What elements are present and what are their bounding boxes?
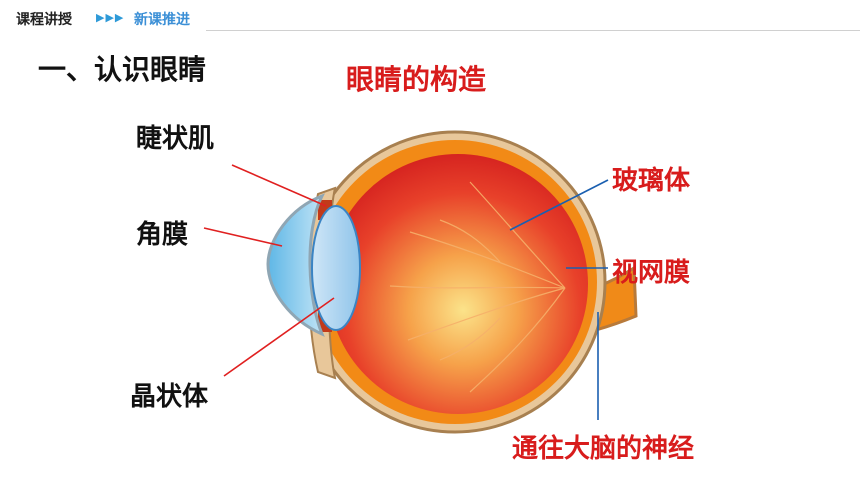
vitreous-body <box>328 154 588 414</box>
label-ciliary-muscle: 睫状肌 <box>136 124 215 154</box>
label-retina: 视网膜 <box>612 258 691 288</box>
pointer-ciliary <box>231 164 327 207</box>
arrows-icon: ▶▶▶ <box>96 11 125 24</box>
label-vitreous: 玻璃体 <box>612 166 691 196</box>
pointer-cornea <box>203 227 283 247</box>
course-label: 课程讲授 <box>16 12 72 28</box>
cornea <box>266 193 326 337</box>
label-lens: 晶状体 <box>130 382 209 412</box>
section-title: 一、认识眼睛 <box>38 53 207 86</box>
header-divider <box>206 30 860 31</box>
pointer-lines <box>203 164 609 420</box>
diagram-title: 眼睛的构造 <box>346 63 487 96</box>
lens <box>311 205 361 331</box>
pointer-lens <box>223 297 335 377</box>
section-label: 新课推进 <box>134 12 190 28</box>
header-bar: 课程讲授 ▶▶▶ 新课推进 <box>0 0 860 36</box>
label-cornea: 角膜 <box>136 220 189 250</box>
blood-vessels <box>389 181 566 393</box>
pointer-vitreous <box>509 179 609 231</box>
label-optic-nerve: 通往大脑的神经 <box>512 434 695 464</box>
